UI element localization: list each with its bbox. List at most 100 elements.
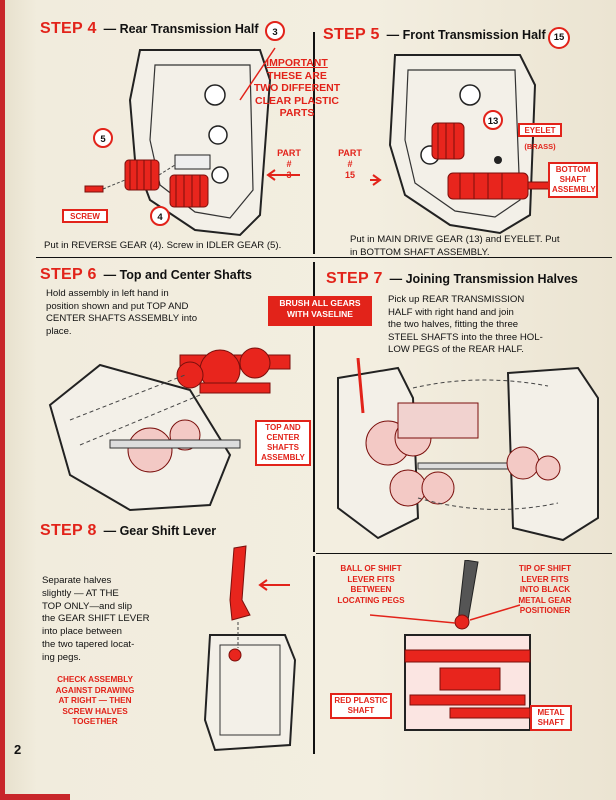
caption-line: into place between <box>42 626 123 638</box>
step8-number: STEP 8 <box>40 522 97 539</box>
step7-heading: STEP 7 — Joining Transmission Halves <box>326 270 578 288</box>
part-word: PART <box>277 148 301 158</box>
bearing-hole <box>459 84 481 106</box>
note-line: BETWEEN <box>350 585 392 594</box>
gear5-callout: 5 <box>93 128 113 148</box>
step8-right-illustration <box>370 560 531 731</box>
caption-line: place. <box>46 325 72 337</box>
label-line: TOP AND <box>265 423 301 432</box>
lever-ball <box>454 614 470 630</box>
step5-callout: 15 <box>548 27 570 49</box>
assembly-line <box>417 497 559 510</box>
label-line: ASSEMBLY <box>552 185 596 194</box>
part-hash: # <box>347 159 353 169</box>
step5-heading: STEP 5 — Front Transmission Half <box>323 26 546 44</box>
part-arrow <box>370 174 382 186</box>
label-line: SHAFT <box>347 706 375 715</box>
assembly-line <box>79 394 201 446</box>
rear-housing-inner <box>149 64 254 219</box>
step5-caption: Put in MAIN DRIVE GEAR (13) and EYELET. … <box>350 233 612 259</box>
shift-lever-shape <box>457 560 479 623</box>
gear13-part <box>431 122 465 160</box>
important-line: THESE ARE <box>267 69 327 82</box>
caption-line: position shown and put TOP AND <box>46 300 189 312</box>
ball-shift-note: BALL OF SHIFT LEVER FITS BETWEEN LOCATIN… <box>326 564 416 606</box>
part-word: PART <box>338 148 362 158</box>
divider-row3-right <box>316 553 612 554</box>
note-line: BALL OF SHIFT <box>340 564 402 573</box>
part-number: 3 <box>286 170 292 180</box>
step6-number: STEP 6 <box>40 266 97 283</box>
step8-left-illustration <box>203 545 297 752</box>
important-line: PARTS <box>279 107 315 119</box>
page-number: 2 <box>14 742 22 757</box>
bearing-hole <box>204 84 226 106</box>
screw-label: SCREW <box>62 209 108 223</box>
label-line: SHAFT <box>559 175 587 184</box>
step6-caption: Hold assembly in left hand in position s… <box>46 288 296 338</box>
caption-line: LOW PEGS of the REAR HALF. <box>388 344 524 355</box>
caption-line: the GEAR SHIFT LEVER <box>42 613 150 625</box>
step5-number: STEP 5 <box>323 26 380 43</box>
step6-illustration <box>48 347 291 512</box>
caption-line: Separate halves <box>42 575 112 586</box>
part-hash: # <box>286 159 292 169</box>
caption-line: ing pegs. <box>42 651 81 663</box>
note-line: AGAINST DRAWING <box>55 685 135 695</box>
step4-heading: STEP 4 — Rear Transmission Half <box>40 20 259 38</box>
step4-number: STEP 4 <box>40 20 97 37</box>
right-housing-shape <box>506 366 599 542</box>
check-assembly-note: CHECK ASSEMBLY AGAINST DRAWING AT RIGHT … <box>40 675 150 728</box>
label-line: CENTER <box>266 433 300 442</box>
brush-gears-note: BRUSH ALL GEARS WITH VASELINE <box>268 296 372 326</box>
front-housing-inner <box>404 69 521 218</box>
step4-title: — Rear Transmission Half <box>103 22 259 36</box>
gear-block <box>439 667 501 691</box>
caption-line: Pick up REAR TRANSMISSION <box>388 294 525 305</box>
step4-illustration <box>84 47 300 237</box>
step7-title: — Joining Transmission Halves <box>389 272 578 286</box>
note-line: AT RIGHT — THEN <box>58 696 132 705</box>
step6-heading: STEP 6 — Top and Center Shafts <box>40 266 252 284</box>
step8-title: — Gear Shift Lever <box>103 524 217 538</box>
note-line: WITH VASELINE <box>287 309 353 319</box>
label-line: SHAFTS <box>267 443 299 452</box>
bearing-hole <box>208 125 228 145</box>
eyelet-label: EYELET <box>518 123 562 137</box>
note-line: TOGETHER <box>72 717 118 726</box>
important-note: IMPORTANT THESE ARE TWO DIFFERENT CLEAR … <box>252 57 342 120</box>
step6-title: — Top and Center Shafts <box>103 268 252 282</box>
screw-part <box>84 185 104 193</box>
divider-top-vertical <box>313 32 315 254</box>
label-line: SHAFT <box>537 718 565 727</box>
housing-inner <box>219 644 281 736</box>
step4-callout: 3 <box>265 21 285 41</box>
metal-shaft-shape <box>449 707 531 719</box>
step5-title: — Front Transmission Half <box>386 28 546 42</box>
note-line: METAL GEAR <box>518 595 572 605</box>
note-line: LEVER FITS <box>347 574 395 584</box>
step7-illustration <box>337 358 599 542</box>
important-line: CLEAR PLASTIC <box>255 94 339 107</box>
assembly-line <box>102 179 126 190</box>
callout-leader <box>239 47 276 101</box>
step8-heading: STEP 8 — Gear Shift Lever <box>40 522 216 540</box>
caption-line: Put in MAIN DRIVE GEAR (13) and EYELET. … <box>350 234 560 245</box>
label-line: METAL <box>537 708 565 717</box>
caption-line: CENTER SHAFTS ASSEMBLY into <box>46 313 198 324</box>
top-shaft-shape <box>404 649 531 663</box>
red-plastic-shaft-label: RED PLASTIC SHAFT <box>330 693 392 719</box>
housing-shape <box>203 634 297 752</box>
note-line: BRUSH ALL GEARS <box>279 298 361 308</box>
caption-line: Hold assembly in left hand in <box>46 288 169 299</box>
gear4-callout: 4 <box>150 206 170 226</box>
bottom-shaft-label: BOTTOM SHAFT ASSEMBLY <box>548 162 598 198</box>
gear13-callout: 13 <box>483 110 503 130</box>
note-line: LEVER FITS <box>521 574 569 584</box>
divider-mid-vertical <box>313 262 315 552</box>
brush-arrow <box>356 358 365 414</box>
note-line: POSITIONER <box>519 606 571 615</box>
callout-leader <box>469 604 521 621</box>
note-line: LOCATING PEGS <box>337 595 405 605</box>
